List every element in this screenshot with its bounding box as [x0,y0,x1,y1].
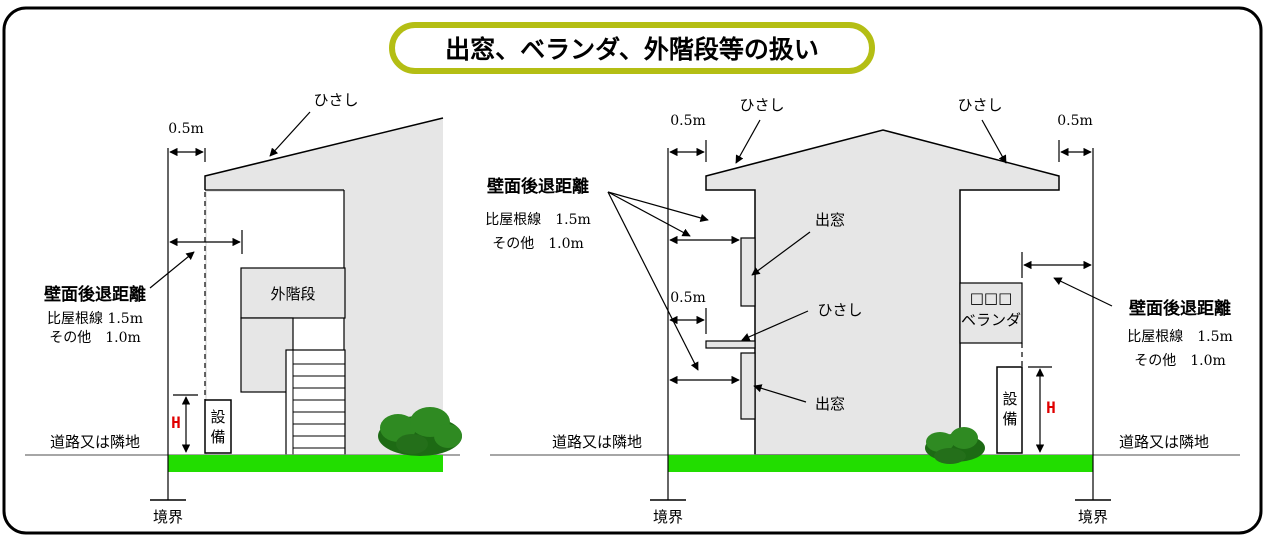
left-equip-char-1: 設 [210,408,225,426]
right-hisashi-left: ひさし [739,96,784,114]
veranda-windows: □□□ [970,289,1013,307]
right-boundary-left: 境界 [653,508,683,526]
right-hisashi-right: ひさし [957,96,1002,114]
mid-eave [705,340,756,349]
left-dim-05: 0.5m [168,121,204,137]
stairs-support [240,317,294,393]
left-setback-line2: その他 1.0m [49,330,141,346]
left-eaves [204,117,444,190]
stairs-landing [240,267,346,319]
bay-window-top-label: 出窓 [815,211,845,229]
left-road-label: 道路又は隣地 [50,433,140,451]
stairs-label: 外階段 [270,285,315,303]
right-setback-right-line1: 比屋根線 1.5m [1127,329,1233,345]
veranda-label: ベランダ [961,311,1021,329]
left-bush [378,407,462,456]
right-setback-title-right: 壁面後退距離 [1129,298,1231,319]
right-road-left: 道路又は隣地 [552,433,642,451]
left-setback-line1: 比屋根線 1.5m [47,311,143,327]
right-diagram: □□□ ベランダ 設 備 道路又は隣地 道路又は隣地 境界 境界 0.5m 0.… [485,96,1240,526]
right-boundary-right: 境界 [1078,508,1108,526]
veranda [959,282,1023,344]
right-equip-char-2: 備 [1002,410,1017,428]
right-road-right: 道路又は隣地 [1119,433,1209,451]
left-ground [168,455,443,472]
right-setback-left-line1: 比屋根線 1.5m [485,212,591,228]
left-diagram: 外階段 設 備 道路又は隣地 境界 0.5m [25,91,462,526]
right-equipment [996,366,1023,454]
left-equipment [204,399,232,454]
right-dim-05-mid: 0.5m [670,290,706,306]
right-equip-char-1: 設 [1002,390,1017,408]
right-bush [925,427,985,464]
bay-window-bottom-label: 出窓 [815,395,845,413]
left-boundary-label: 境界 [153,508,183,526]
page-title: 出窓、ベランダ、外階段等の扱い [445,35,819,64]
bay-window-top [740,237,756,307]
left-setback-title: 壁面後退距離 [44,284,146,305]
right-dim-05-left: 0.5m [670,113,706,129]
bay-window-bottom [740,352,756,420]
right-setback-left-line2: その他 1.0m [492,236,584,252]
right-height-mark: H [1046,398,1056,417]
stairs-flight [285,349,346,456]
title-box: 出窓、ベランダ、外階段等の扱い [389,22,875,74]
left-hisashi-label: ひさし [313,91,358,109]
right-ground [668,455,1093,472]
right-setback-title-left: 壁面後退距離 [487,176,589,197]
left-equip-char-2: 備 [210,428,225,446]
right-dim-05-right: 0.5m [1057,113,1093,129]
left-height-mark: H [171,413,181,432]
outer-frame [2,6,1263,535]
mid-hisashi-label: ひさし [817,301,862,319]
right-setback-right-line2: その他 1.0m [1134,353,1226,369]
